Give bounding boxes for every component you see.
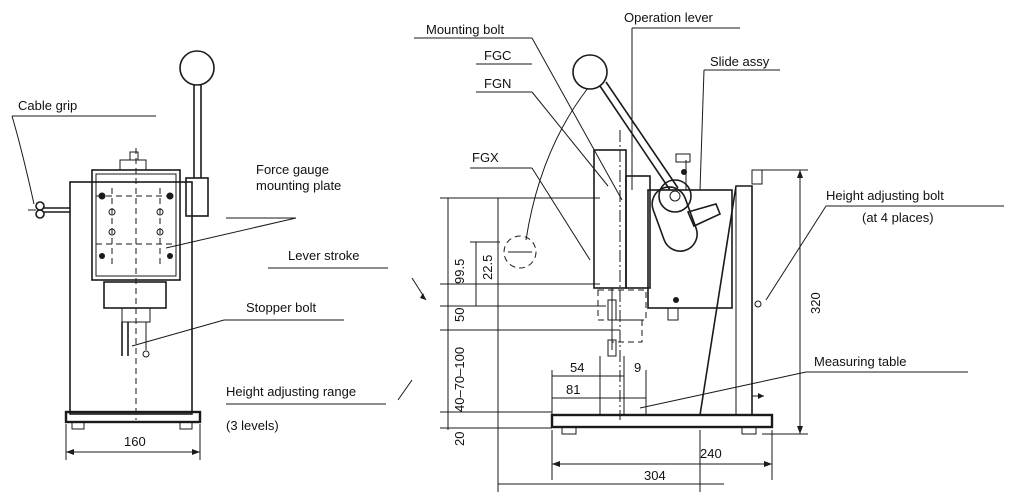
label-mounting-bolt: Mounting bolt (426, 22, 504, 37)
dim-50: 50 (452, 308, 467, 322)
label-cable-grip: Cable grip (18, 98, 77, 113)
front-view (28, 50, 215, 460)
label-at-4-places: (at 4 places) (862, 210, 934, 225)
lever-knob-side (572, 54, 608, 90)
dim-9: 9 (634, 360, 641, 375)
front-base (64, 410, 202, 424)
front-frame (69, 181, 193, 415)
label-height-adj-bolt: Height adjusting bolt (826, 188, 944, 203)
dim-320: 320 (808, 292, 823, 314)
label-stopper-bolt: Stopper bolt (246, 300, 316, 315)
dim-160: 160 (124, 434, 146, 449)
label-force-gauge-2: mounting plate (256, 178, 341, 193)
side-base (550, 413, 774, 429)
dim-99-5: 99.5 (452, 259, 467, 284)
side-view (440, 54, 808, 492)
label-measuring-table: Measuring table (814, 354, 907, 369)
leader-lines (11, 27, 1004, 409)
dim-54: 54 (570, 360, 584, 375)
cable-grip (28, 201, 70, 219)
label-force-gauge-1: Force gauge (256, 162, 329, 177)
dim-304: 304 (644, 468, 666, 483)
label-fgn: FGN (484, 76, 511, 91)
dim-40-70-100: 40–70–100 (452, 347, 467, 412)
labels: Cable grip Force gauge mounting plate Le… (18, 10, 944, 433)
dim-240: 240 (700, 446, 722, 461)
label-fgc: FGC (484, 48, 511, 63)
side-column (699, 185, 753, 416)
label-height-range: Height adjusting range (226, 384, 356, 399)
dimension-values: 160 99.5 22.5 50 40–70–100 20 54 9 81 24… (124, 255, 823, 483)
dim-81: 81 (566, 382, 580, 397)
label-three-levels: (3 levels) (226, 418, 279, 433)
label-slide-assy: Slide assy (710, 54, 770, 69)
label-operation-lever: Operation lever (624, 10, 714, 25)
dim-22-5: 22.5 (480, 255, 495, 280)
lever-knob-front (179, 50, 215, 86)
label-lever-stroke: Lever stroke (288, 248, 360, 263)
dim-20: 20 (452, 432, 467, 446)
label-fgx: FGX (472, 150, 499, 165)
